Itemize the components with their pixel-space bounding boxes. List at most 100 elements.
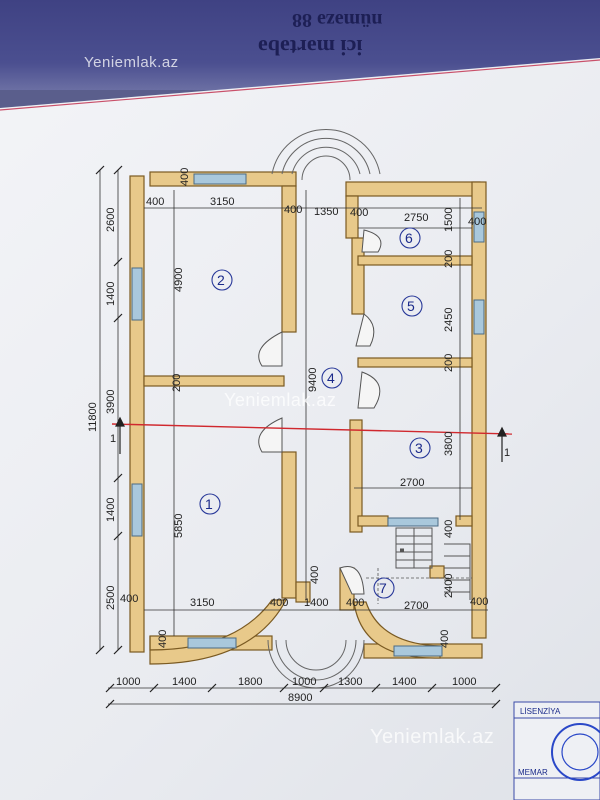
dim-room6-height: 1500 <box>443 208 455 232</box>
window-room2-left <box>131 267 143 321</box>
window-room6-right <box>473 211 485 243</box>
door-swing-room5 <box>355 313 375 347</box>
dim-wall-room3-stair: 400 <box>443 520 455 538</box>
window-room5-right <box>473 299 485 335</box>
dim-bottom-3: 1800 <box>238 676 262 688</box>
dim-room3-height: 3800 <box>443 432 455 456</box>
dim-bottom-5: 1300 <box>338 676 362 688</box>
left-outer-wall <box>129 175 145 653</box>
section-mark-left: 1 <box>110 433 116 445</box>
window-room1-left <box>131 483 143 537</box>
dim-wall-bottom-right: 400 <box>346 597 364 609</box>
door-swing-room7 <box>339 566 365 595</box>
dim-wall-bottom-vert-left: 400 <box>157 630 169 648</box>
dim-wall-bottom-far-right: 400 <box>470 596 488 608</box>
section-arrows <box>115 416 507 462</box>
dim-left-2: 1400 <box>105 282 117 306</box>
right-outer-wall <box>471 181 487 639</box>
official-seal-icon <box>551 723 600 781</box>
partition-room2-room1 <box>143 375 285 387</box>
door-swing-room6 <box>361 229 382 253</box>
walls <box>129 171 487 659</box>
dim-top-left-width: 3150 <box>210 196 234 208</box>
corridor-right-wall-lower <box>349 419 363 533</box>
room-circles <box>199 227 431 599</box>
dim-bottom-7: 1000 <box>452 676 476 688</box>
dim-wall-mid-left: 200 <box>171 374 183 392</box>
dim-wall-room5-room3: 200 <box>443 354 455 372</box>
dim-bottom-1: 1000 <box>116 676 140 688</box>
partition-room6-room5 <box>357 255 473 266</box>
dim-total-width: 8900 <box>288 692 312 704</box>
dim-wall-top-mid: 400 <box>284 204 302 216</box>
dim-bottom-2: 1400 <box>172 676 196 688</box>
sheet-border-line <box>0 59 600 111</box>
dim-stair-height: 2400 <box>443 574 455 598</box>
dim-wall-bottom-left: 400 <box>120 593 138 605</box>
title-block <box>513 701 600 800</box>
door-swing-room1 <box>258 417 283 453</box>
dimension-lines <box>99 170 496 705</box>
door-swings <box>258 229 382 595</box>
dim-bottom-left-width: 3150 <box>190 597 214 609</box>
dim-room5-height: 2450 <box>443 308 455 332</box>
dim-wall-top-left: 400 <box>146 196 164 208</box>
room4-number: 4 <box>327 370 335 386</box>
door-swing-room2 <box>258 331 283 367</box>
dim-entry-width: 1400 <box>304 597 328 609</box>
room2-circle <box>211 269 233 291</box>
watermark-middle: Yeniemlak.az <box>224 390 337 410</box>
watermark-bottom: Yeniemlak.az <box>370 726 495 748</box>
dim-corridor-width: 1350 <box>314 206 338 218</box>
corridor-left-wall-lower <box>281 451 297 599</box>
window-room2-top <box>193 173 247 185</box>
dim-stair-width: 2700 <box>404 600 428 612</box>
dim-wall-corridor-bottom: 400 <box>309 566 321 584</box>
room1-circle <box>199 493 221 515</box>
dimension-ticks <box>95 165 501 709</box>
section-line <box>111 423 513 435</box>
room4-circle <box>321 367 343 389</box>
dim-corridor-length: 9400 <box>307 368 319 392</box>
section-mark-right: 1 <box>504 447 510 459</box>
dim-wall-top-vert: 400 <box>179 168 191 186</box>
room5-circle <box>401 295 423 317</box>
window-room7-bottom <box>393 645 443 657</box>
corridor-stub <box>295 581 311 603</box>
partition-room5-room3 <box>357 357 473 368</box>
dim-left-1: 2600 <box>105 208 117 232</box>
room7-circle <box>373 577 395 599</box>
dim-left-3: 3900 <box>105 390 117 414</box>
staircase <box>395 527 471 600</box>
windows <box>131 173 485 657</box>
room7-number: 7 <box>379 580 387 596</box>
dim-room6-width: 2750 <box>404 212 428 224</box>
stamp-license-label: LİSENZİYA <box>520 707 561 716</box>
corridor-left-wall-upper <box>281 185 297 333</box>
room3-circle <box>409 437 431 459</box>
room5-number: 5 <box>407 298 415 314</box>
bottom-right-bay-wall <box>353 601 441 659</box>
window-room3-stair <box>387 517 439 527</box>
dim-room3-width: 2700 <box>400 477 424 489</box>
dim-wall-bottom-mid: 400 <box>270 597 288 609</box>
dim-total-height: 11800 <box>87 402 99 432</box>
dim-wall-room6-room5: 200 <box>443 250 455 268</box>
dim-room2-height: 4900 <box>173 268 185 292</box>
room6-number: 6 <box>405 230 413 246</box>
dim-left-4: 1400 <box>105 498 117 522</box>
stamp-architect-label: MEMAR <box>518 768 548 777</box>
partition-room3-stair-left <box>357 515 389 527</box>
door-swing-room3 <box>357 371 381 409</box>
top-right-wall <box>345 181 481 197</box>
room1-number: 1 <box>205 496 213 512</box>
partition-room3-stair-right <box>455 515 473 527</box>
dim-left-5: 2500 <box>105 586 117 610</box>
dim-bottom-6: 1400 <box>392 676 416 688</box>
room6-circle <box>399 227 421 249</box>
room3-number: 3 <box>415 440 423 456</box>
window-room1-bottom <box>187 637 237 649</box>
dim-wall-right: 400 <box>468 216 486 228</box>
top-entrance-steps <box>271 129 381 181</box>
